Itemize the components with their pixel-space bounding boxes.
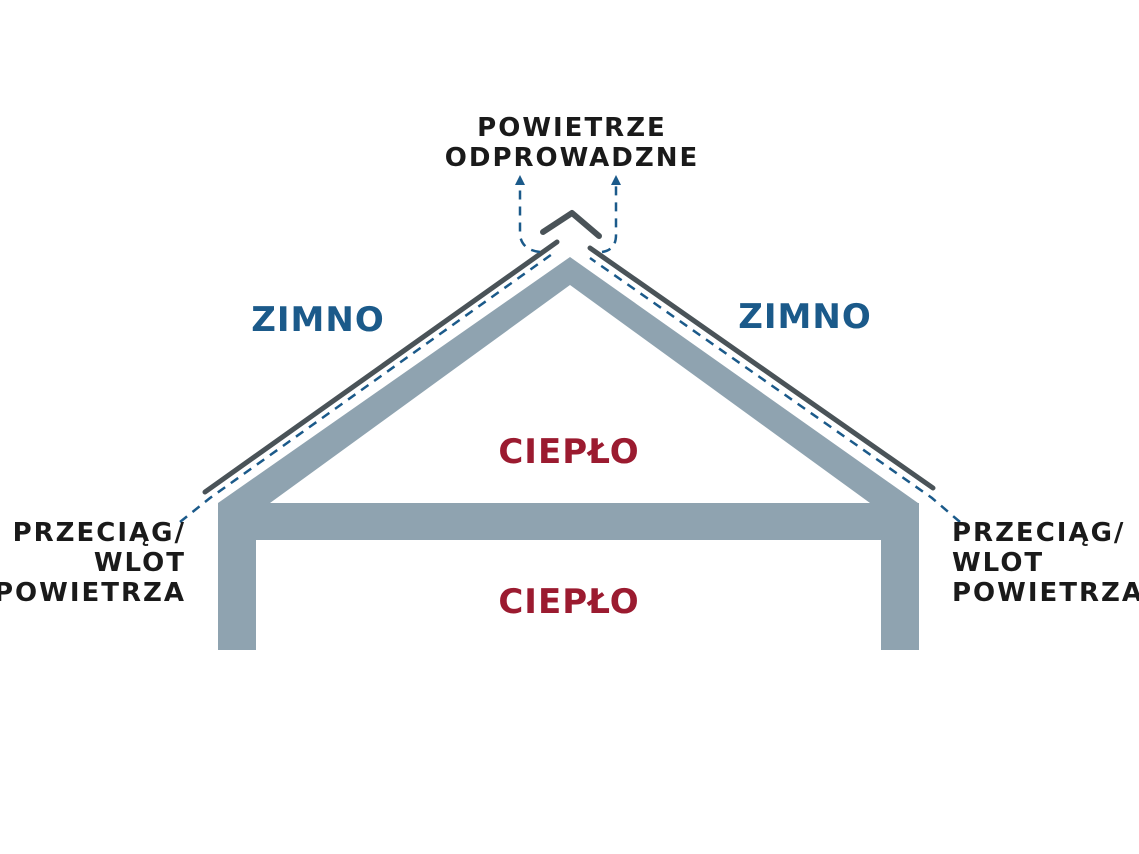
roof-truss (218, 257, 918, 503)
left-wall (218, 503, 256, 650)
intake-right-line3: POWIETRZA (952, 578, 1139, 608)
airflow-left (179, 250, 556, 523)
airflow-paths (179, 175, 961, 523)
intake-left-line3: POWIETRZA (0, 578, 186, 608)
exhaust-flow-right (601, 175, 621, 254)
ridge-cap (540, 210, 602, 239)
exhaust-label-line2: ODPROWADZNE (445, 143, 699, 173)
building-structure (218, 257, 919, 650)
cold-label-left: ZIMNO (251, 300, 385, 340)
roof-cover-right (587, 245, 936, 491)
intake-right-line2: WLOT (952, 548, 1044, 578)
roof-covering (202, 210, 936, 495)
ceiling-beam (218, 503, 918, 540)
intake-left-line2: WLOT (94, 548, 186, 578)
cold-label-right: ZIMNO (738, 297, 872, 337)
labels: POWIETRZE ODPROWADZNE ZIMNO ZIMNO CIEPŁO… (0, 113, 1139, 622)
airflow-right (589, 256, 961, 523)
roof-cover-left (202, 239, 560, 495)
warm-label-room: CIEPŁO (498, 582, 639, 622)
exhaust-label-line1: POWIETRZE (477, 113, 667, 143)
exhaust-flow-left (515, 175, 541, 254)
warm-label-attic: CIEPŁO (498, 432, 639, 472)
right-wall (881, 503, 919, 650)
intake-right-line1: PRZECIĄG/ (952, 518, 1125, 548)
intake-left-line1: PRZECIĄG/ (13, 518, 186, 548)
